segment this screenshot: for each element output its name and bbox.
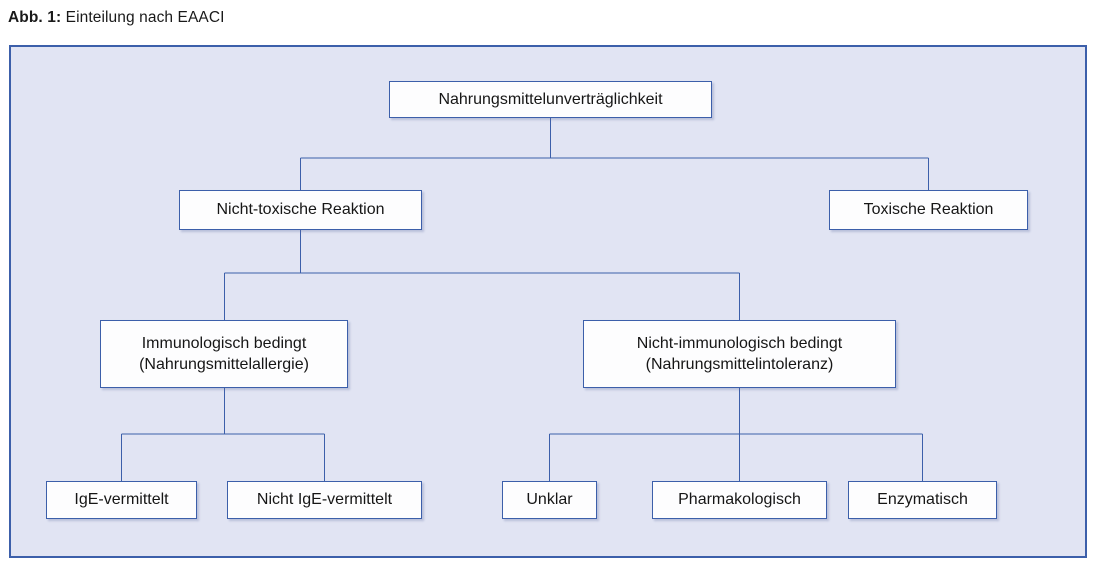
node-label-line1: Nicht-immunologisch bedingt [636, 334, 843, 352]
node-label: Pharmakologisch [678, 491, 801, 509]
node-label-line2: (Nahrungsmittelallergie) [139, 356, 309, 373]
figure-caption-text: Einteilung nach EAACI [61, 9, 225, 26]
node-label: IgE-vermittelt [74, 491, 169, 509]
node-label-line1: Immunologisch bedingt [141, 334, 307, 352]
figure-panel [9, 45, 1087, 558]
node-nicht-ige-vermittelt[interactable]: Nicht IgE-vermittelt [227, 481, 422, 519]
node-label: Nicht-toxische Reaktion [216, 201, 385, 219]
node-nicht-immunologisch-bedingt[interactable]: Nicht-immunologisch bedingt (Nahrungsmit… [583, 320, 896, 388]
node-label-line2: (Nahrungsmittelintoleranz) [645, 356, 834, 373]
figure-caption-label: Abb. 1: [8, 9, 62, 26]
node-nicht-toxische-reaktion[interactable]: Nicht-toxische Reaktion [179, 190, 422, 230]
figure-caption: Abb. 1: Einteilung nach EAACI [8, 9, 225, 27]
node-label: Nicht IgE-vermittelt [256, 491, 393, 509]
node-nahrungsmittelunvertraeglichkeit[interactable]: Nahrungsmittelunverträglichkeit [389, 81, 712, 118]
node-toxische-reaktion[interactable]: Toxische Reaktion [829, 190, 1028, 230]
node-pharmakologisch[interactable]: Pharmakologisch [652, 481, 827, 519]
node-label: Enzymatisch [877, 491, 968, 509]
node-immunologisch-bedingt[interactable]: Immunologisch bedingt (Nahrungsmittelall… [100, 320, 348, 388]
node-label: Unklar [526, 491, 573, 509]
node-label: Nahrungsmittelunverträglichkeit [438, 90, 663, 108]
node-enzymatisch[interactable]: Enzymatisch [848, 481, 997, 519]
node-label: Toxische Reaktion [863, 201, 994, 219]
node-ige-vermittelt[interactable]: IgE-vermittelt [46, 481, 197, 519]
node-unklar[interactable]: Unklar [502, 481, 597, 519]
